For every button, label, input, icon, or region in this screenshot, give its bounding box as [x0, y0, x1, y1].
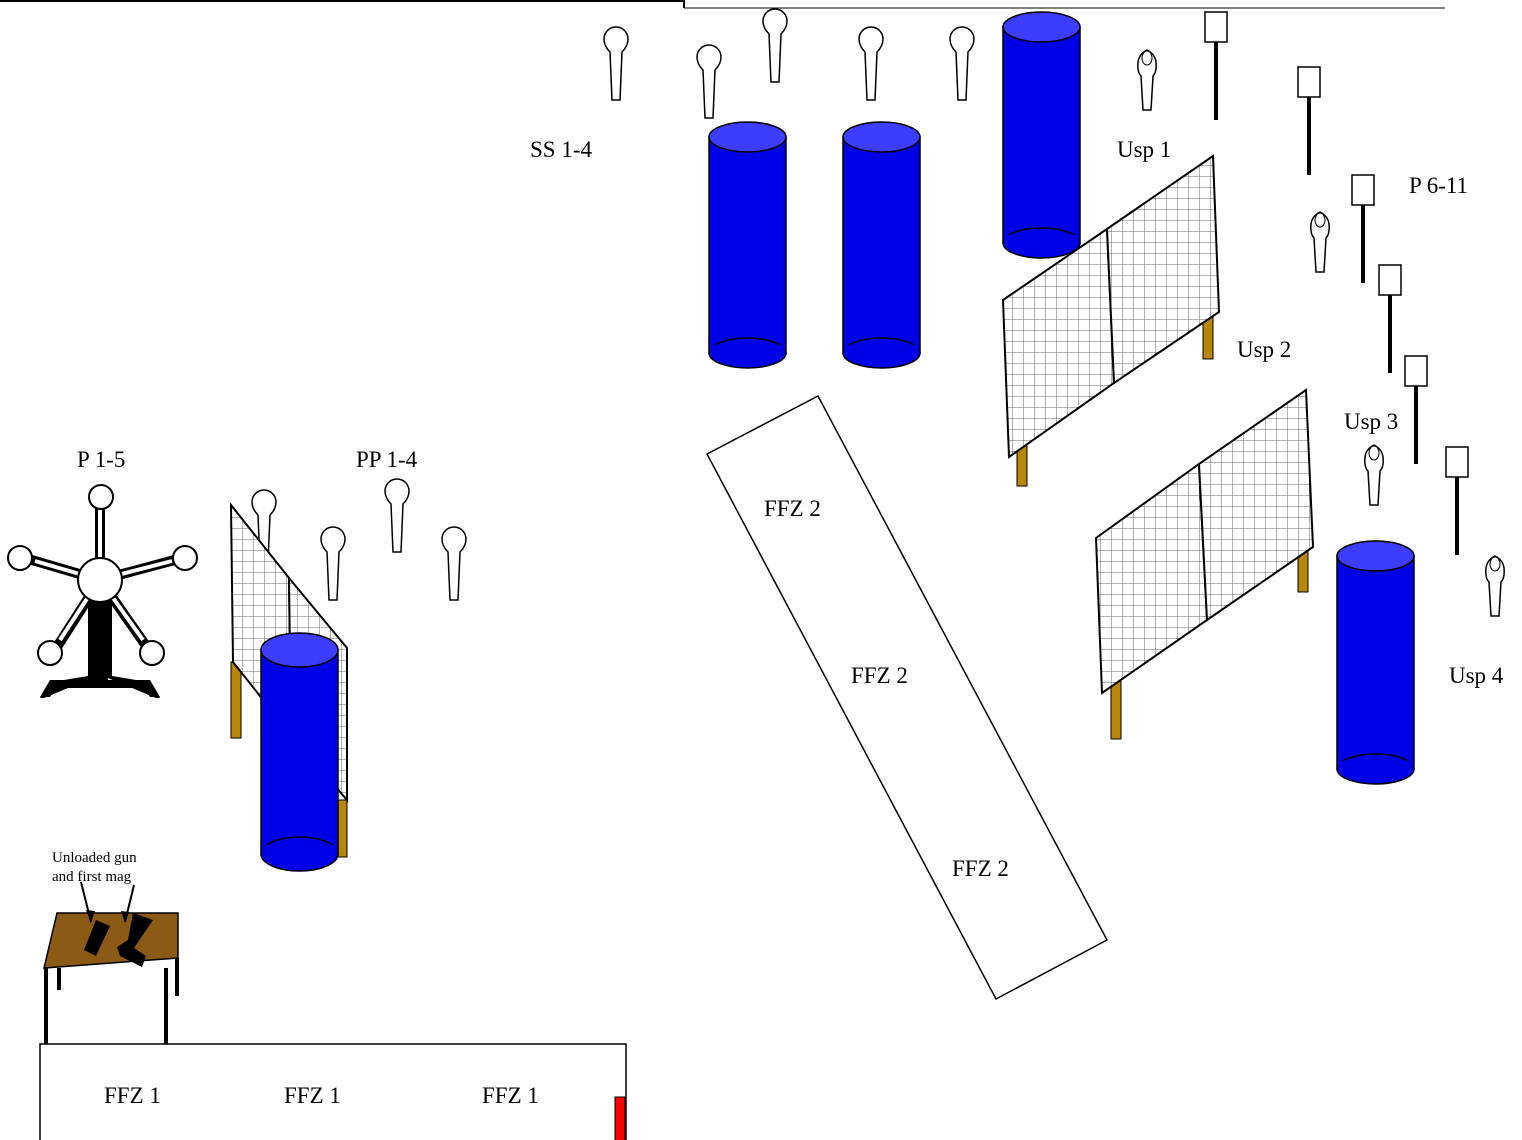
magazine-icon [84, 920, 110, 956]
label-p-1-5: P 1-5 [77, 447, 125, 472]
silhouette-target-icon [1485, 555, 1505, 617]
label-ffz2-bottom: FFZ 2 [952, 856, 1009, 881]
label-usp3: Usp 3 [1344, 409, 1398, 434]
label-ffz2-top: FFZ 2 [764, 496, 821, 521]
steel-plate-target-icon [1297, 66, 1321, 176]
label-ffz1-right: FFZ 1 [482, 1083, 539, 1108]
silhouette-target-icon [1137, 49, 1157, 111]
silhouette-target-icon [441, 526, 467, 601]
mesh-wall-icon [1094, 388, 1315, 740]
pistol-icon [117, 913, 153, 967]
label-pp-1-4: PP 1-4 [356, 447, 418, 472]
label-ffz1-left: FFZ 1 [104, 1083, 161, 1108]
silhouette-target-icon [1310, 211, 1330, 273]
fault-zone-1 [39, 1043, 627, 1140]
silhouette-target-icon [696, 44, 722, 119]
label-usp2: Usp 2 [1237, 337, 1291, 362]
label-usp1: Usp 1 [1117, 137, 1171, 162]
steel-plate-target-icon [1204, 11, 1228, 121]
barrel-icon [842, 121, 921, 369]
silhouette-target-icon [858, 26, 884, 101]
barrel-icon [260, 632, 339, 872]
barrel-icon [708, 121, 787, 369]
steel-plate-target-icon [1404, 355, 1428, 465]
label-p-6-11: P 6-11 [1409, 173, 1468, 198]
fault-line-marker [614, 1096, 626, 1140]
star-plate-rack-icon [7, 484, 198, 698]
silhouette-target-icon [762, 8, 788, 83]
silhouette-target-icon [949, 26, 975, 101]
silhouette-target-icon [384, 478, 410, 553]
barrel-icon [1336, 540, 1415, 785]
steel-plate-target-icon [1445, 446, 1469, 556]
label-usp4: Usp 4 [1449, 663, 1504, 688]
silhouette-target-icon [1364, 444, 1384, 506]
start-table-icon [43, 881, 179, 1048]
fault-zone-2 [705, 394, 1109, 1001]
silhouette-target-icon [320, 526, 346, 601]
label-ffz1-middle: FFZ 1 [284, 1083, 341, 1108]
barrel-icon [1002, 11, 1081, 259]
silhouette-target-icon [603, 26, 629, 101]
label-ffz2-middle: FFZ 2 [851, 663, 908, 688]
label-ss: SS 1-4 [530, 137, 592, 162]
steel-plate-target-icon [1351, 174, 1375, 284]
steel-plate-target-icon [1378, 264, 1402, 374]
table-note-line2: and first mag [52, 869, 132, 885]
table-note-line1: Unloaded gun [52, 850, 137, 866]
mesh-wall-icon [1001, 154, 1221, 487]
